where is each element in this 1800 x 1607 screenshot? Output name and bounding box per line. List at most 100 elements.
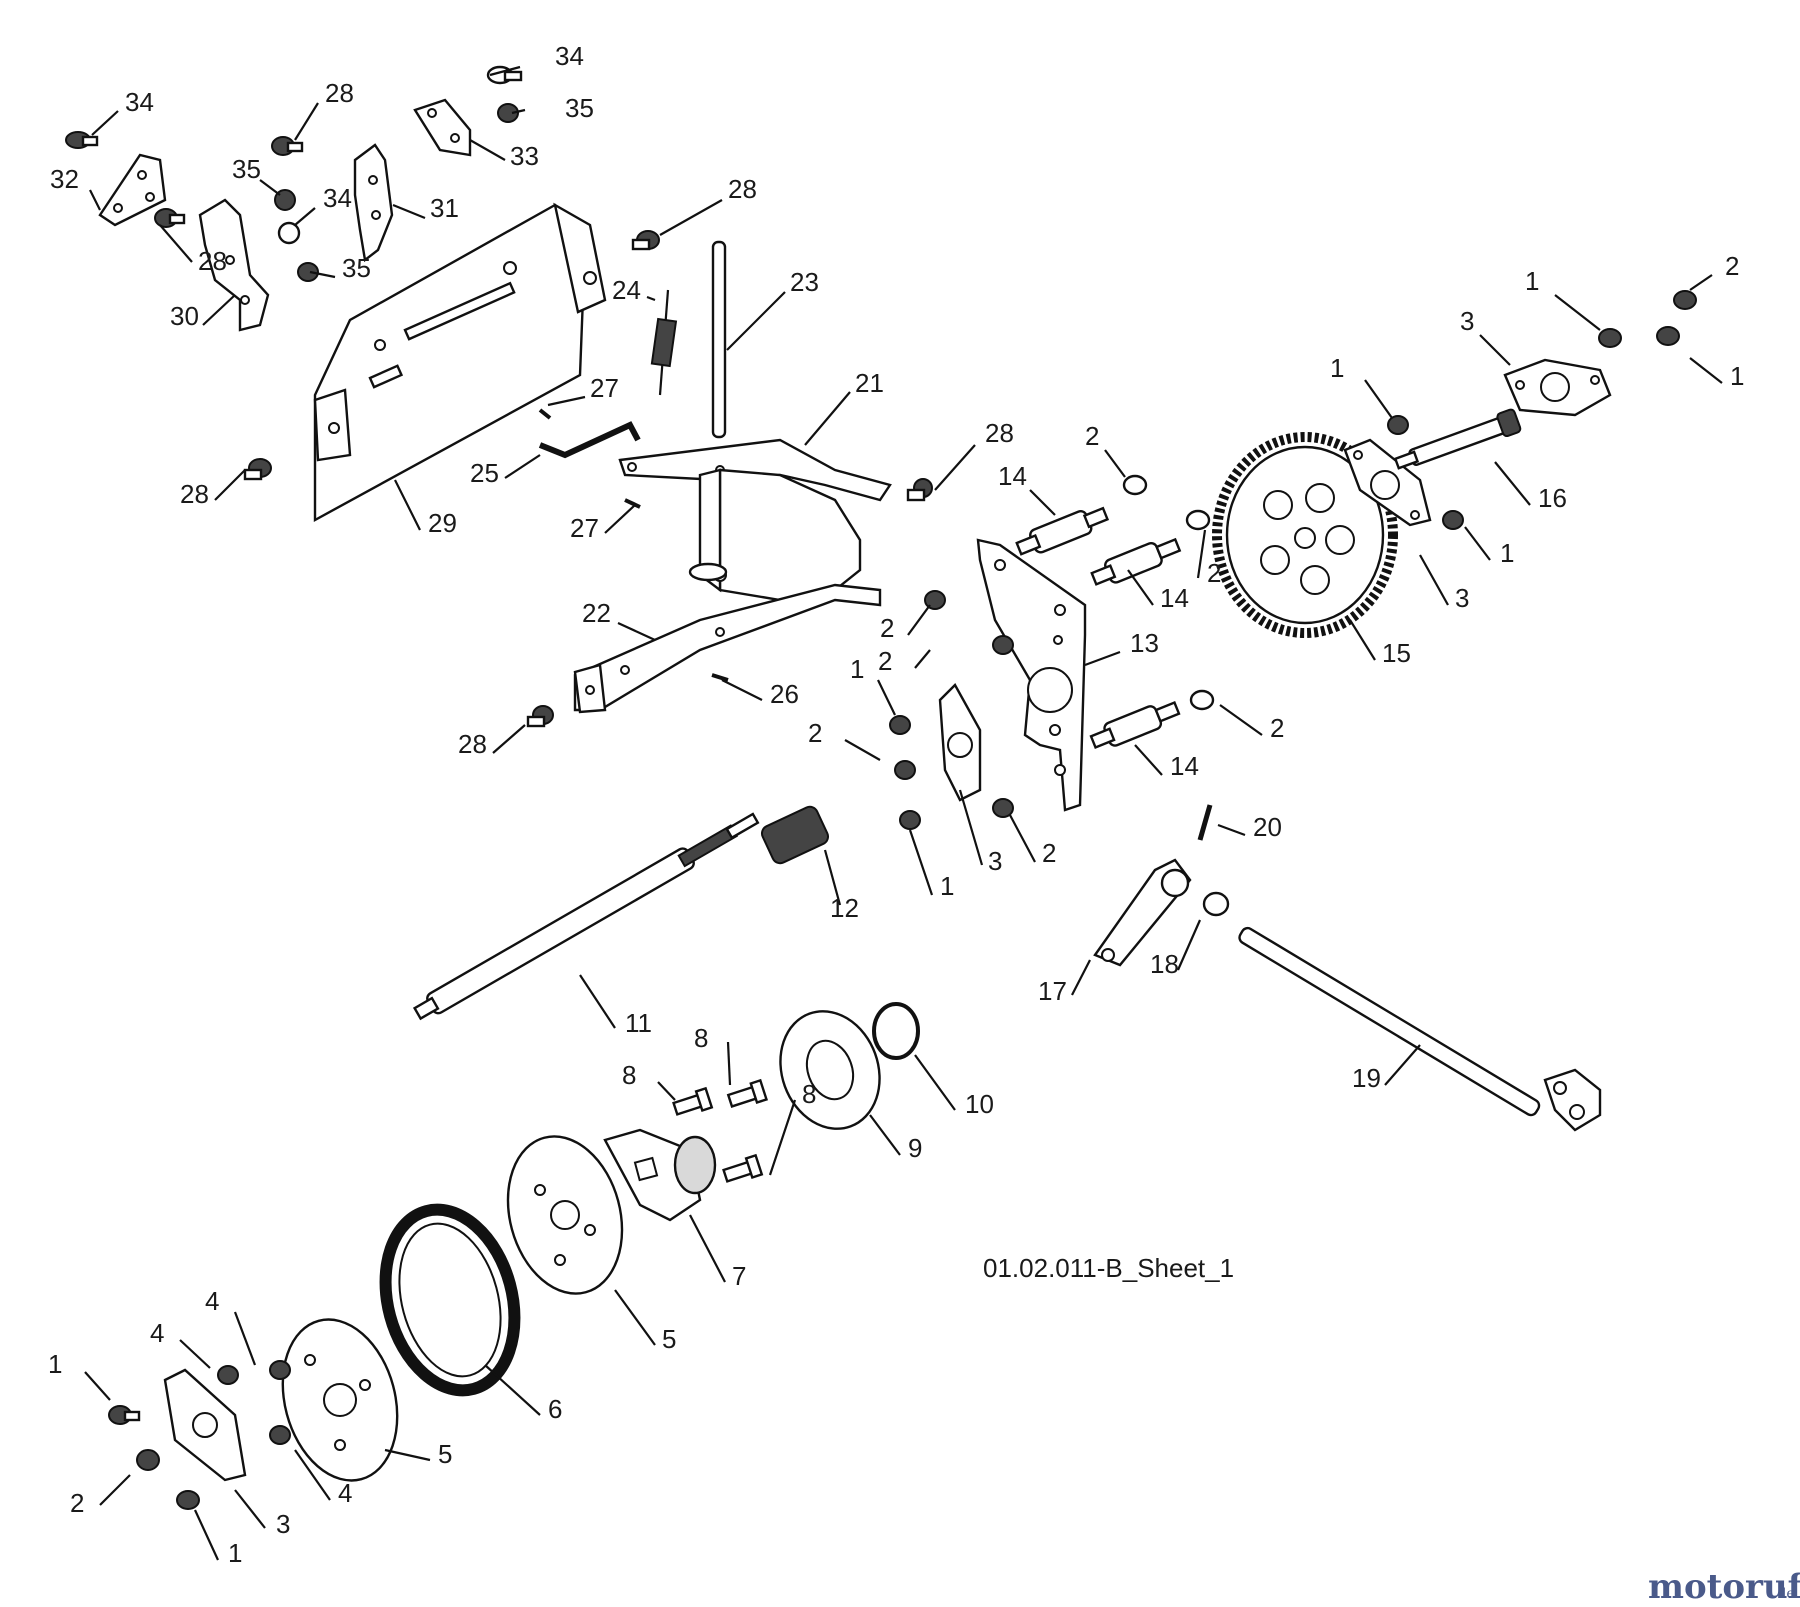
callout-leader (914, 649, 931, 669)
callout-label-28: 28 (985, 418, 1014, 448)
callout-label-8: 8 (802, 1079, 816, 1109)
callout-leader (1104, 449, 1126, 478)
callout-leader (492, 724, 526, 754)
callout-label-6: 6 (548, 1394, 562, 1424)
part-33-plate (413, 98, 472, 157)
callout-leader (547, 395, 586, 407)
callout-leader (604, 504, 636, 534)
callout-label-28: 28 (198, 246, 227, 276)
callout-leader (89, 189, 101, 211)
callout-leader (511, 108, 526, 115)
callout-leader (1419, 554, 1449, 606)
callout-leader (1479, 334, 1511, 366)
callout-leader (646, 295, 656, 302)
callout-label-19: 19 (1352, 1063, 1381, 1093)
callout-label-22: 22 (582, 598, 611, 628)
watermark-suffix: .de (1773, 1586, 1795, 1602)
callout-leader (1219, 704, 1263, 736)
callout-label-3: 3 (988, 846, 1002, 876)
part-12-pinion (760, 805, 830, 865)
callout-label-7: 7 (732, 1261, 746, 1291)
part-29-bracket-plate (313, 202, 607, 523)
callout-leader (469, 139, 506, 161)
callout-leader (194, 1509, 219, 1561)
callout-leader (877, 679, 896, 716)
callout-label-21: 21 (855, 368, 884, 398)
callout-leader (844, 739, 881, 761)
callout-leader (91, 110, 119, 136)
part-22-arm (573, 562, 882, 714)
callout-leader (1464, 526, 1491, 561)
callout-leader (214, 469, 246, 501)
callout-leader (1134, 744, 1163, 776)
callout-leader (233, 1311, 257, 1366)
callout-leader (1217, 823, 1246, 837)
callout-label-14: 14 (998, 461, 1027, 491)
watermark-brand: motoruf (1648, 1567, 1800, 1607)
callout-label-3: 3 (276, 1509, 290, 1539)
callout-leader (914, 1054, 956, 1111)
callout-label-28: 28 (325, 78, 354, 108)
callout-leader (294, 1449, 331, 1501)
part-3-flanges (163, 358, 1612, 1482)
callout-label-34: 34 (323, 183, 352, 213)
part-8-bolts (672, 1078, 769, 1183)
callout-label-10: 10 (965, 1089, 994, 1119)
callout-label-24: 24 (612, 275, 641, 305)
callout-label-14: 14 (1160, 583, 1189, 613)
frame-body (698, 468, 862, 602)
callout-label-17: 17 (1038, 976, 1067, 1006)
callout-label-1: 1 (1500, 538, 1514, 568)
watermark-logo: motoruf .de (1648, 1567, 1800, 1607)
callout-leader (869, 1114, 901, 1156)
callout-label-2: 2 (878, 646, 892, 676)
callout-leader (1349, 619, 1376, 661)
callout-label-5: 5 (662, 1324, 676, 1354)
callout-label-13: 13 (1130, 628, 1159, 658)
right-hardware (889, 290, 1697, 830)
callout-leader (1364, 379, 1393, 419)
callout-label-3: 3 (1460, 306, 1474, 336)
callout-leader (617, 622, 656, 641)
part-19-axle (1238, 926, 1602, 1132)
callout-label-16: 16 (1538, 483, 1567, 513)
callout-leader (768, 1099, 797, 1176)
callout-label-26: 26 (770, 679, 799, 709)
callout-label-28: 28 (728, 174, 757, 204)
callout-leader (934, 444, 976, 491)
callout-label-34: 34 (125, 87, 154, 117)
callout-leader (484, 1364, 541, 1416)
callout-leader (392, 203, 426, 220)
callout-label-8: 8 (622, 1060, 636, 1090)
callout-leader (726, 291, 786, 351)
callout-label-29: 29 (428, 508, 457, 538)
callout-label-2: 2 (1085, 421, 1099, 451)
callout-leader (234, 1489, 266, 1529)
callout-label-23: 23 (790, 267, 819, 297)
callout-label-33: 33 (510, 141, 539, 171)
callout-label-1: 1 (850, 654, 864, 684)
mid-bolts (526, 478, 933, 728)
callout-leader (908, 829, 934, 896)
callout-label-35: 35 (232, 154, 261, 184)
callout-label-14: 14 (1170, 751, 1199, 781)
callout-label-27: 27 (590, 373, 619, 403)
callout-leader (294, 102, 319, 141)
callout-label-1: 1 (940, 871, 954, 901)
part-18-ring (1202, 891, 1230, 917)
callout-leader (202, 294, 236, 326)
callout-label-2: 2 (1270, 713, 1284, 743)
callout-label-35: 35 (565, 93, 594, 123)
bottom-left-hardware (108, 1360, 291, 1510)
callout-leader (659, 199, 723, 236)
pins (538, 408, 729, 682)
callout-leader (394, 479, 421, 531)
callout-leader (1689, 357, 1723, 384)
callout-leader (1127, 569, 1154, 606)
callout-label-4: 4 (205, 1286, 219, 1316)
callout-label-5: 5 (438, 1439, 452, 1469)
callout-label-15: 15 (1382, 638, 1411, 668)
part-11-shaft (412, 812, 760, 1021)
part-17-lever (1093, 858, 1192, 967)
